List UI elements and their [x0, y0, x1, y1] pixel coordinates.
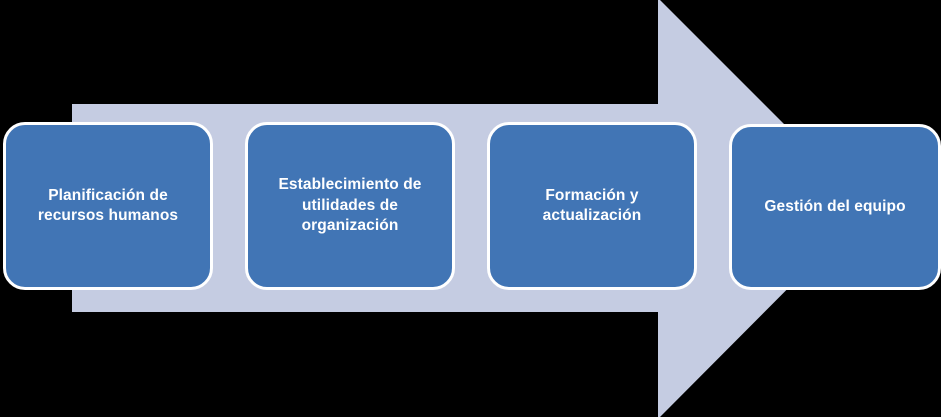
- process-step-box-2[interactable]: Establecimiento de utilidades de organiz…: [245, 122, 455, 290]
- process-step-box-1[interactable]: Planificación de recursos humanos: [3, 122, 213, 290]
- process-step-label-1: Planificación de recursos humanos: [37, 186, 179, 224]
- process-step-box-3[interactable]: Formación y actualización: [487, 122, 697, 290]
- arrow-right-polygon: [72, 0, 868, 417]
- process-step-label-4: Gestión del equipo: [764, 197, 906, 215]
- process-step-box-4[interactable]: Gestión del equipo: [729, 124, 941, 290]
- process-step-label-2: Establecimiento de utilidades de organiz…: [278, 176, 422, 235]
- process-step-label-3: Formación y actualización: [542, 186, 642, 224]
